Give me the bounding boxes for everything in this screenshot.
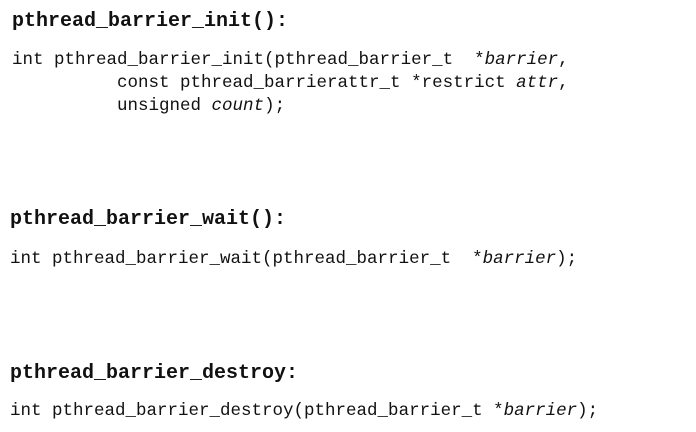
code-text: * <box>472 249 483 269</box>
code-parameter-name: barrier <box>503 401 578 421</box>
code-line: const pthread_barrierattr_t *restrict at… <box>12 72 569 95</box>
code-parameter-name: attr <box>516 73 559 93</box>
code-text: * <box>474 50 485 70</box>
signature-barrier-wait: int pthread_barrier_wait(pthread_barrier… <box>10 248 577 271</box>
code-text: unsigned <box>12 96 212 116</box>
code-text: * <box>493 401 504 421</box>
code-text: ); <box>556 249 578 269</box>
code-line: int pthread_barrier_destroy(pthread_barr… <box>10 400 598 423</box>
signature-barrier-init: int pthread_barrier_init(pthread_barrier… <box>12 49 569 118</box>
code-text: int pthread_barrier_destroy(pthread_barr… <box>10 401 494 421</box>
code-text: int pthread_barrier_init(pthread_barrier… <box>12 50 475 70</box>
signature-barrier-destroy: int pthread_barrier_destroy(pthread_barr… <box>10 400 598 423</box>
code-line: int pthread_barrier_init(pthread_barrier… <box>12 49 569 72</box>
heading-barrier-destroy: pthread_barrier_destroy: <box>10 362 299 385</box>
code-parameter-name: barrier <box>484 50 559 70</box>
code-text: , <box>558 50 569 70</box>
code-text: ); <box>577 401 599 421</box>
code-parameter-name: count <box>211 96 265 116</box>
code-text: int pthread_barrier_wait(pthread_barrier… <box>10 249 473 269</box>
heading-barrier-init: pthread_barrier_init(): <box>12 10 289 33</box>
code-line: unsigned count); <box>12 95 569 118</box>
code-text: , <box>558 73 569 93</box>
code-line: int pthread_barrier_wait(pthread_barrier… <box>10 248 577 271</box>
code-text: const pthread_barrierattr_t *restrict <box>12 73 517 93</box>
code-text: ); <box>264 96 286 116</box>
code-parameter-name: barrier <box>482 249 557 269</box>
heading-barrier-wait: pthread_barrier_wait(): <box>10 208 287 231</box>
